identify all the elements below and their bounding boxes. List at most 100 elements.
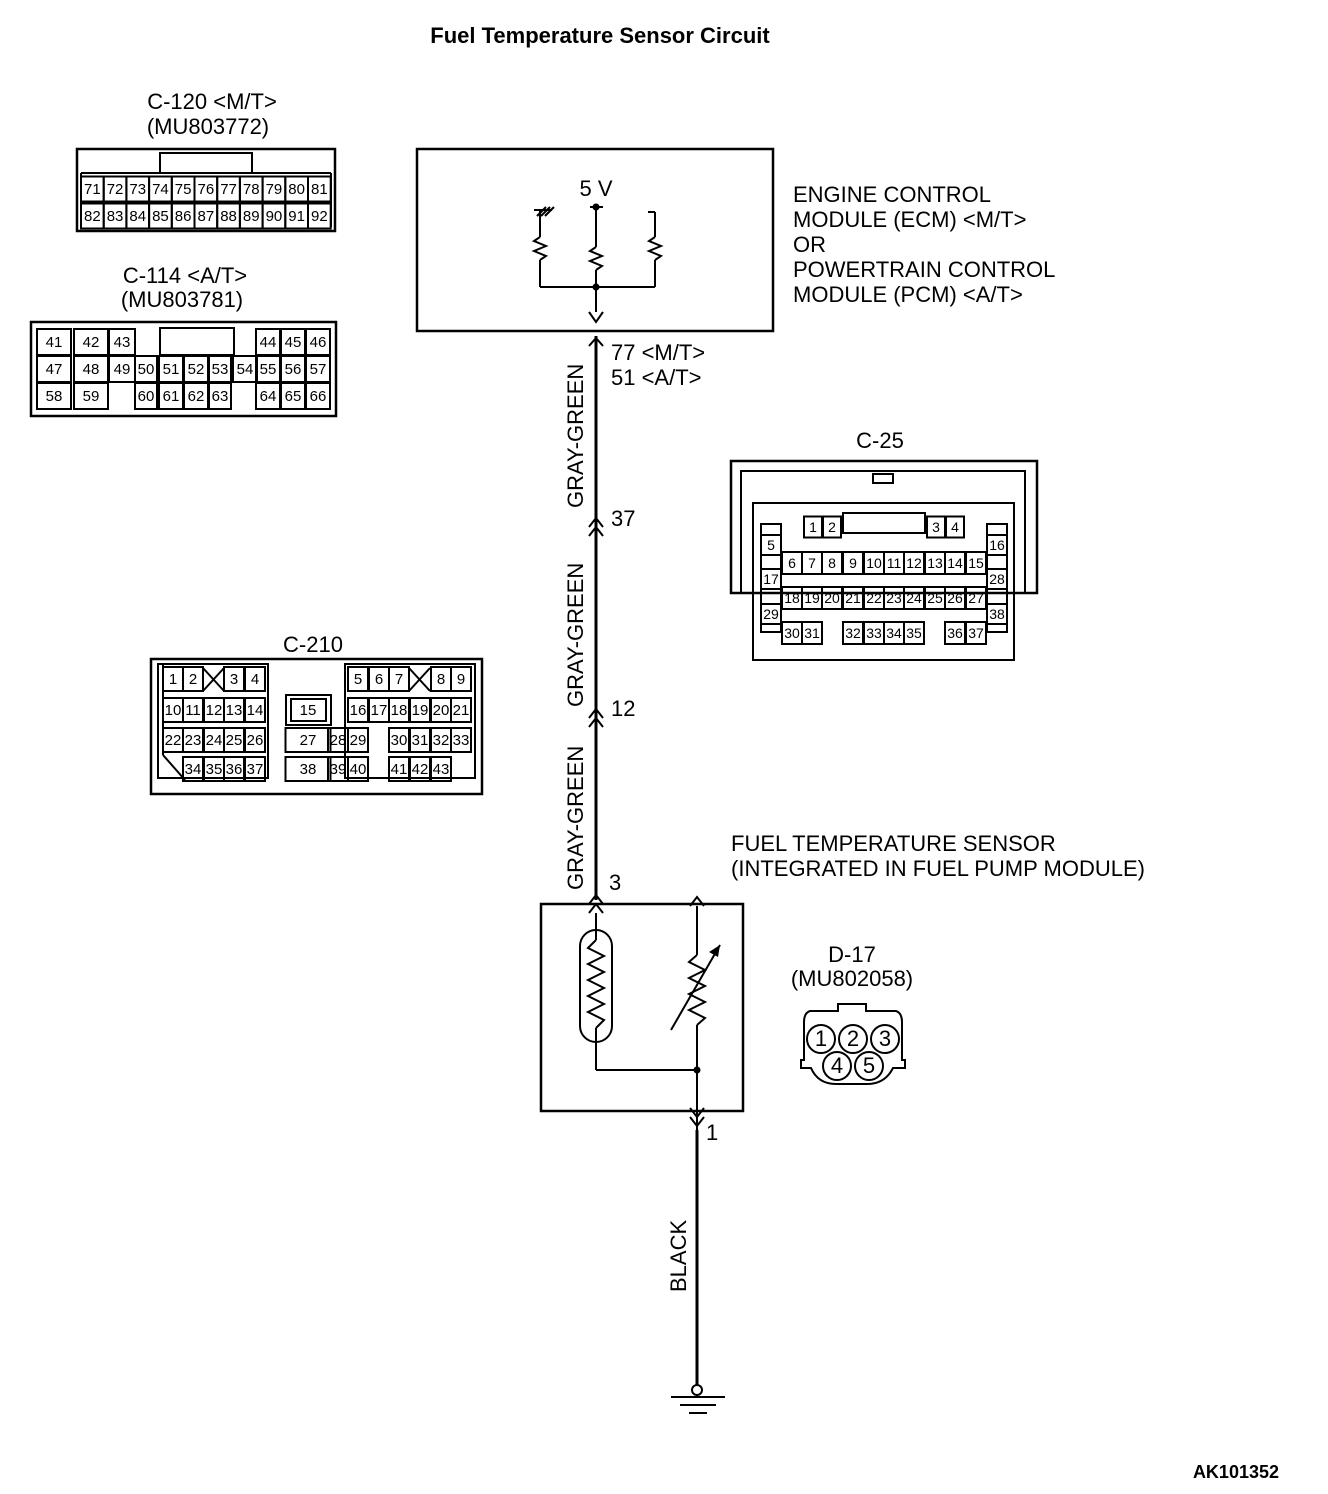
- c210-pin: 32: [433, 732, 450, 749]
- c210-pin: 31: [412, 732, 429, 749]
- d17-pin: 1: [815, 1026, 827, 1051]
- c210-pin: 28: [330, 732, 347, 749]
- c120-pin: 92: [311, 208, 328, 225]
- c210-pin: 7: [395, 671, 403, 688]
- c114-pin: 65: [285, 388, 302, 405]
- c210-pin: 14: [247, 702, 264, 719]
- c114-pin: 66: [310, 388, 327, 405]
- diagram-title: Fuel Temperature Sensor Circuit: [430, 23, 770, 48]
- c210-pin: 17: [371, 702, 388, 719]
- c114-pin: 60: [138, 388, 155, 405]
- c210-pin: 23: [185, 732, 202, 749]
- c210-pin: 10: [165, 702, 182, 719]
- c114-pin: 64: [260, 388, 277, 405]
- c114-pin: 49: [114, 361, 131, 378]
- c25-pin: 3: [932, 519, 940, 535]
- c120-pin: 74: [152, 181, 169, 198]
- sensor-label-line: FUEL TEMPERATURE SENSOR: [731, 831, 1056, 856]
- c120-pin: 71: [84, 181, 101, 198]
- c210-pin: 5: [354, 671, 362, 688]
- wire-color-upper: GRAY-GREEN: [563, 364, 588, 508]
- c25-pin: 14: [947, 555, 963, 571]
- c210-pin: 30: [391, 732, 408, 749]
- c25-pin: 18: [784, 590, 800, 606]
- c120-pin: 82: [84, 208, 101, 225]
- c210-pin: 9: [457, 671, 465, 688]
- ecm-label-line: MODULE (PCM) <A/T>: [793, 282, 1023, 307]
- c114-pin: 44: [260, 334, 277, 351]
- c25-pin: 29: [763, 606, 779, 622]
- connector-c114-name: C-114 <A/T>: [123, 263, 247, 288]
- c210-pin: 8: [437, 671, 445, 688]
- c210-pin: 29: [350, 732, 367, 749]
- connector-d17-part: (MU802058): [791, 966, 913, 991]
- ecm-label-line: ENGINE CONTROL: [793, 182, 991, 207]
- c25-pin: 2: [828, 519, 836, 535]
- c210-pin: 37: [247, 761, 264, 778]
- wire-color-lower: GRAY-GREEN: [563, 746, 588, 890]
- c210-pin: 26: [247, 732, 264, 749]
- c210-pin: 39: [330, 761, 347, 778]
- sensor-pin-3: 3: [609, 870, 621, 895]
- ecm-pin-mt: 77 <M/T>: [611, 340, 705, 365]
- c210-pin: 20: [433, 702, 450, 719]
- connector-c25-name: C-25: [856, 428, 904, 453]
- c25-pin: 4: [951, 519, 959, 535]
- c210-pin: 24: [206, 732, 223, 749]
- c120-pin: 90: [266, 208, 283, 225]
- c25-pin: 37: [968, 625, 984, 641]
- c120-pin: 75: [175, 181, 192, 198]
- c114-pin: 59: [83, 388, 100, 405]
- c25-pin: 25: [927, 590, 943, 606]
- connector-c210-name: C-210: [283, 632, 343, 657]
- c25-pin: 11: [887, 555, 902, 571]
- c114-pin: 47: [46, 361, 63, 378]
- d17-pin: 3: [879, 1026, 891, 1051]
- c114-pin: 54: [237, 361, 254, 378]
- signal-wire: [588, 336, 604, 914]
- c114-pin: 58: [46, 388, 63, 405]
- c120-pin: 73: [129, 181, 146, 198]
- c120-pin: 72: [107, 181, 124, 198]
- junction-pin-37: 37: [611, 506, 635, 531]
- c114-pin: 51: [163, 361, 180, 378]
- c210-pin: 3: [230, 671, 238, 688]
- c25-pin: 23: [886, 590, 902, 606]
- c114-pin: 42: [83, 334, 100, 351]
- c120-pin: 87: [198, 208, 215, 225]
- c25-pin: 31: [804, 625, 820, 641]
- c210-pin: 42: [412, 761, 429, 778]
- c25-pin: 17: [763, 571, 779, 587]
- c114-pin: 41: [46, 334, 63, 351]
- fuel-temperature-sensor: [539, 895, 745, 1130]
- ecm-supply-voltage: 5 V: [579, 176, 612, 201]
- c25-pin: 21: [845, 590, 861, 606]
- sensor-label-line: (INTEGRATED IN FUEL PUMP MODULE): [731, 856, 1145, 881]
- c25-pin: 30: [784, 625, 800, 641]
- ecm-label-line: POWERTRAIN CONTROL: [793, 257, 1055, 282]
- c210-pin: 22: [165, 732, 182, 749]
- junction-pin-12: 12: [611, 696, 635, 721]
- c25-pin: 6: [788, 555, 796, 571]
- sensor-label: FUEL TEMPERATURE SENSOR(INTEGRATED IN FU…: [731, 831, 1145, 881]
- c210-pin: 35: [206, 761, 223, 778]
- ecm-pin-at: 51 <A/T>: [611, 365, 702, 390]
- c114-pin: 43: [114, 334, 131, 351]
- ground-symbol: [671, 1396, 725, 1414]
- d17-pin: 5: [863, 1053, 875, 1078]
- ecm-module: 5 V: [415, 147, 775, 333]
- c25-pin: 33: [866, 625, 882, 641]
- c114-pin: 62: [188, 388, 205, 405]
- c210-pin: 27: [300, 732, 317, 749]
- c210-pin: 43: [433, 761, 450, 778]
- c25-pin: 16: [989, 537, 1005, 553]
- c120-pin: 91: [288, 208, 305, 225]
- c114-pin: 52: [188, 361, 205, 378]
- wire-color-ground: BLACK: [666, 1220, 691, 1292]
- c210-pin: 19: [412, 702, 429, 719]
